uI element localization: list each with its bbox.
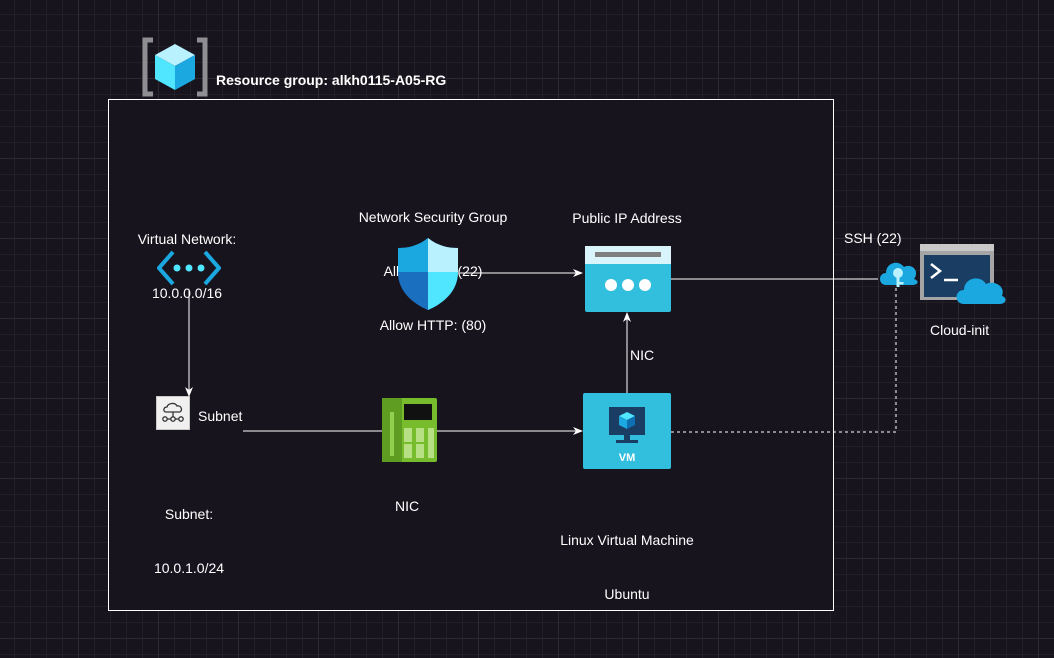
subnet-label-line2: 10.0.1.0/24 <box>153 560 225 576</box>
resource-group-label: Resource group: alkh0115-A05-RG <box>216 72 447 88</box>
subnet-label: Subnet: 10.0.1.0/24 <box>134 469 244 613</box>
virtual-network-icon <box>157 250 221 286</box>
vm-badge: VM <box>618 452 636 464</box>
resource-group-cube-icon <box>142 37 208 97</box>
public-ip-icon <box>585 246 671 312</box>
subnet-icon <box>156 396 190 430</box>
ssh-key-cloud-icon <box>880 262 918 287</box>
nic-link-label: NIC <box>630 347 655 363</box>
nsg-label-line3: Allow HTTP: (80) <box>379 317 487 333</box>
subnet-icon-label: Subnet <box>198 408 243 424</box>
vm-label-line2: Ubuntu <box>604 586 650 602</box>
shield-icon <box>398 238 458 310</box>
vnet-label-line1: Virtual Network: <box>137 231 237 247</box>
network-card-icon <box>382 398 437 462</box>
subnet-label-line1: Subnet: <box>164 506 214 522</box>
public-ip-label: Public IP Address <box>572 210 682 226</box>
cloud-init-label: Cloud-init <box>930 322 990 338</box>
vnet-label: Virtual Network: 10.0.0.0/16 <box>122 194 252 338</box>
subnet-icon-glyph <box>162 402 184 422</box>
virtual-machine-icon <box>583 393 671 469</box>
cloud-shell-icon <box>920 244 1006 304</box>
vm-label: Linux Virtual Machine Ubuntu <box>546 495 708 639</box>
vnet-label-line2: 10.0.0.0/16 <box>151 285 223 301</box>
ssh-label: SSH (22) <box>844 230 902 246</box>
vm-label-line1: Linux Virtual Machine <box>560 532 694 548</box>
nsg-label-line1: Network Security Group <box>358 209 508 225</box>
nic-label: NIC <box>395 498 420 514</box>
